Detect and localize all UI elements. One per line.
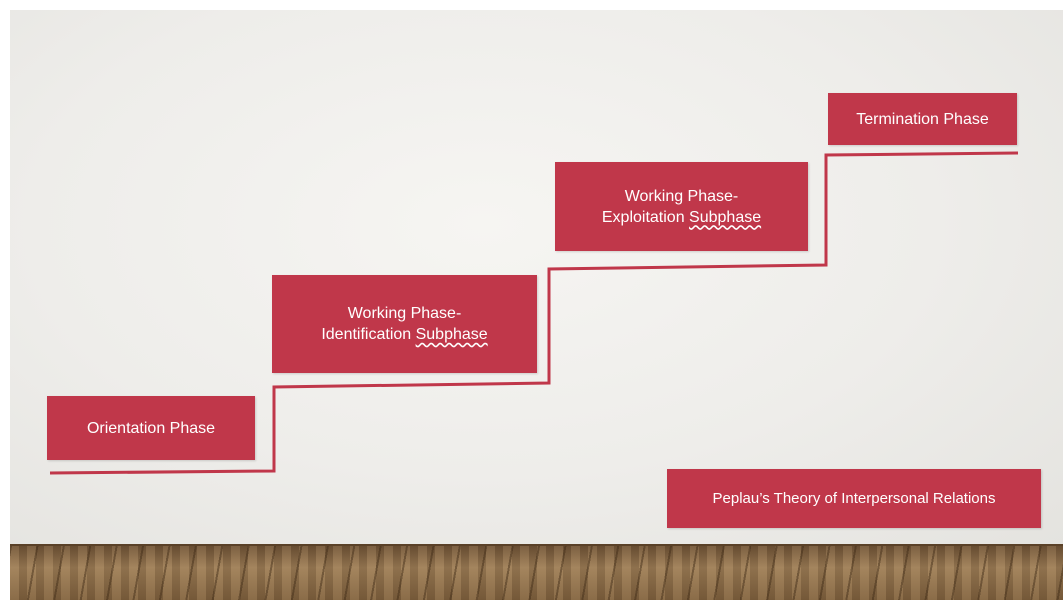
orientation-phase-box: Orientation Phase xyxy=(47,396,255,460)
staircase-path xyxy=(49,151,1019,475)
termination-phase-box: Termination Phase xyxy=(828,93,1017,145)
identification-subphase-word: Subphase xyxy=(415,326,488,343)
exploitation-line2: Exploitation xyxy=(601,208,690,226)
theory-caption-box: Peplau’s Theory of Interpersonal Relatio… xyxy=(667,469,1041,528)
theory-caption: Peplau’s Theory of Interpersonal Relatio… xyxy=(712,490,996,507)
identification-line1: Working Phase- xyxy=(347,305,462,322)
identification-subphase-box: Working Phase- Identification Subphase xyxy=(272,275,537,373)
orientation-phase-label: Orientation Phase xyxy=(86,419,216,437)
wood-floor xyxy=(10,546,1063,600)
exploitation-line1: Working Phase- xyxy=(624,187,739,205)
termination-phase-label: Termination Phase xyxy=(856,110,989,128)
identification-line2: Identification xyxy=(321,326,416,343)
exploitation-subphase-box: Working Phase- Exploitation Subphase xyxy=(555,162,808,251)
floor-edge xyxy=(10,544,1063,547)
exploitation-subphase-word: Subphase xyxy=(689,208,762,226)
